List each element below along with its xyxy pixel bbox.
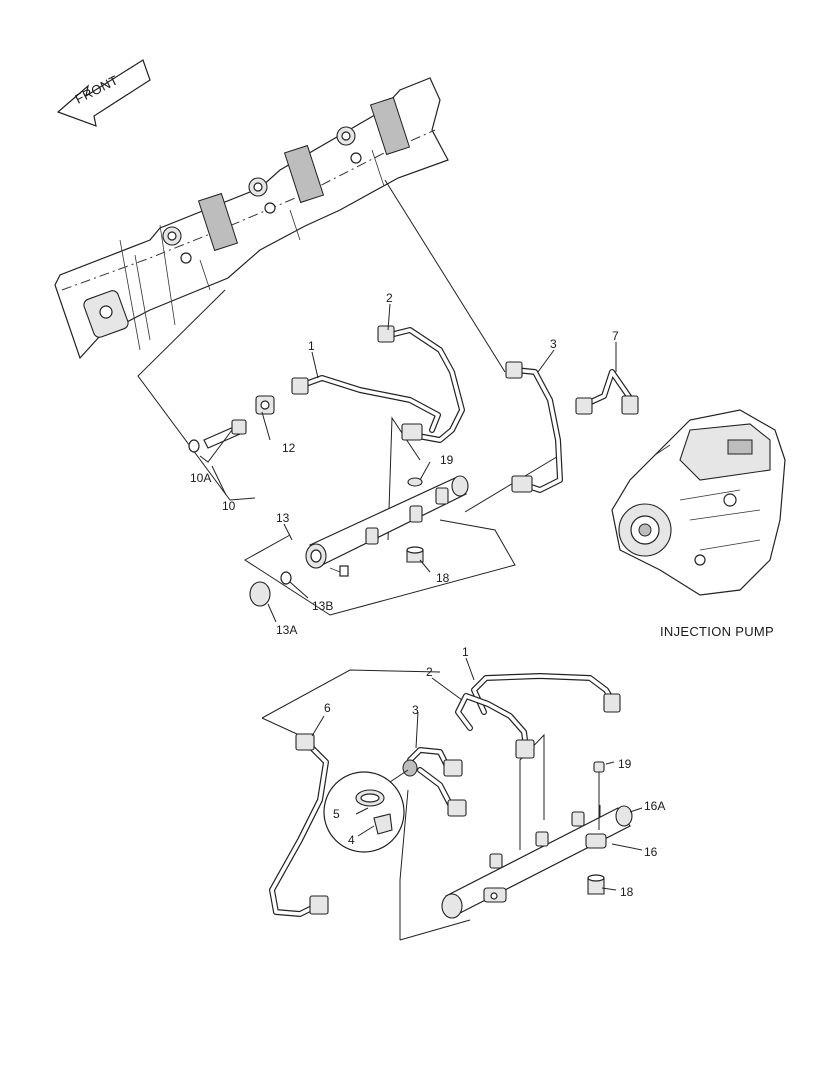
injector-3 [336,96,411,164]
spacer-18-lower [587,874,605,895]
pipe-6 [269,733,329,917]
pipe-2-upper [377,325,465,443]
callout-12: 12 [282,441,296,455]
callout-5: 5 [333,807,340,821]
callout-13a: 13A [276,623,297,637]
ring-10a [188,439,200,453]
ring-13b [280,571,292,585]
callout-2-upper: 2 [386,291,393,305]
injection-pump-label: INJECTION PUMP [660,624,774,639]
callout-1-upper: 1 [308,339,315,353]
pipe-2-lower [455,693,535,759]
callout-3-lower: 3 [412,703,419,717]
fuel-rail-upper [305,475,469,577]
pipe-3-upper [505,361,563,493]
bolt-19-lower [593,761,605,830]
callout-10a: 10A [190,471,211,485]
callout-2-lower: 2 [426,665,433,679]
cylinder-head [54,77,449,360]
callout-leaders [199,303,643,891]
valve-10 [203,419,247,449]
callout-10: 10 [222,499,236,513]
pipe-1-lower [471,673,621,715]
injection-pump [611,409,786,596]
pipe-1-upper [291,375,441,433]
callout-6: 6 [324,701,331,715]
callout-1-lower: 1 [462,645,469,659]
callout-19-lower: 19 [618,757,632,771]
callout-13: 13 [276,511,290,525]
callout-7: 7 [612,329,619,343]
callout-18-upper: 18 [436,571,450,585]
callout-13b: 13B [312,599,333,613]
callout-16a: 16A [644,799,665,813]
bolt-19-upper [407,477,423,487]
fuel-rail-lower [441,805,633,919]
front-arrow: FRONT [56,59,151,127]
clamp-detail [323,769,409,853]
callout-18-lower: 18 [620,885,634,899]
pipe-3-lower [402,747,467,817]
nut-12 [255,395,275,415]
callout-16: 16 [644,845,658,859]
pipe-7 [575,369,639,415]
injector-1 [162,192,239,264]
injector-2 [248,144,325,214]
spacer-18-upper [406,546,424,563]
callout-3-upper: 3 [550,337,557,351]
plug-13a [249,581,271,607]
callout-4: 4 [348,833,355,847]
callout-19-upper: 19 [440,453,454,467]
callout-labels: 1 2 3 7 12 10A 10 19 13 18 13B 13A 1 2 6… [190,291,665,899]
